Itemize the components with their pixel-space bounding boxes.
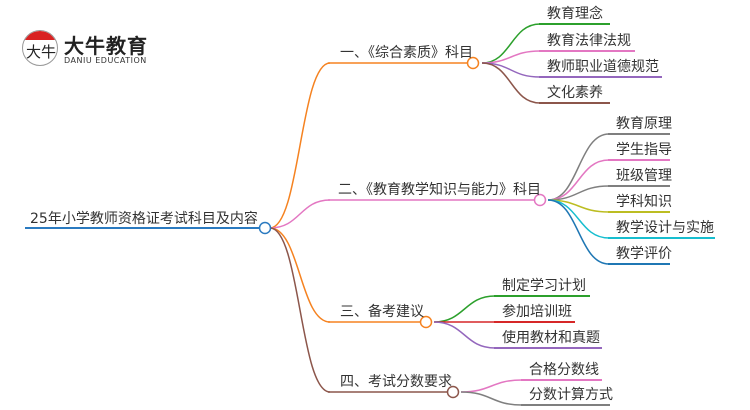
- branch-node-1[interactable]: 一、《综合素质》科目: [340, 45, 473, 61]
- leaf-connector: [547, 159, 610, 201]
- branch-collapse-toggle: [419, 315, 433, 329]
- leaf-node[interactable]: 班级管理: [616, 168, 672, 184]
- leaf-node[interactable]: 教学设计与实施: [616, 220, 714, 236]
- logo: 大牛 大牛教育 DANIU EDUCATION: [22, 28, 202, 73]
- leaf-node[interactable]: 制定学习计划: [502, 278, 586, 294]
- leaf-node[interactable]: 教学评价: [616, 246, 672, 262]
- leaf-node[interactable]: 教师职业道德规范: [547, 59, 659, 75]
- leaf-connector: [547, 199, 610, 265]
- root-connector-3: [269, 227, 331, 323]
- root-connector-1: [269, 62, 331, 229]
- leaf-node[interactable]: 使用教材和真题: [502, 330, 600, 346]
- leaf-connector: [547, 133, 610, 201]
- leaf-node[interactable]: 教育原理: [616, 116, 672, 132]
- leaf-node[interactable]: 分数计算方式: [529, 387, 613, 403]
- branch-collapse-toggle: [533, 193, 547, 207]
- root-connector-4: [269, 227, 331, 393]
- branch-node-4[interactable]: 四、考试分数要求: [340, 374, 452, 390]
- leaf-node[interactable]: 学生指导: [616, 142, 672, 158]
- branch-node-2[interactable]: 二、《教育教学知识与能力》科目: [338, 182, 541, 198]
- leaf-connector: [460, 391, 523, 406]
- logo-subtitle: DANIU EDUCATION: [64, 56, 147, 65]
- leaf-node[interactable]: 参加培训班: [502, 304, 572, 320]
- logo-title: 大牛教育: [64, 34, 148, 58]
- root-connector-2: [269, 199, 331, 229]
- leaf-connector: [481, 62, 541, 104]
- leaf-connector: [460, 379, 523, 393]
- leaf-connector: [433, 321, 496, 349]
- root-collapse-toggle: [258, 221, 272, 235]
- leaf-node[interactable]: 学科知识: [616, 194, 672, 210]
- leaf-connector: [433, 295, 496, 323]
- leaf-node[interactable]: 合格分数线: [529, 362, 599, 378]
- leaf-node[interactable]: 教育理念: [547, 6, 603, 22]
- branch-collapse-toggle: [446, 385, 460, 399]
- leaf-node[interactable]: 教育法律法规: [547, 33, 631, 49]
- logo-mark: 大牛: [22, 30, 58, 66]
- branch-collapse-toggle: [466, 56, 480, 70]
- root-node-label[interactable]: 25年小学教师资格证考试科目及内容: [30, 211, 258, 227]
- branch-node-3[interactable]: 三、备考建议: [340, 304, 424, 320]
- leaf-node[interactable]: 文化素养: [547, 85, 603, 101]
